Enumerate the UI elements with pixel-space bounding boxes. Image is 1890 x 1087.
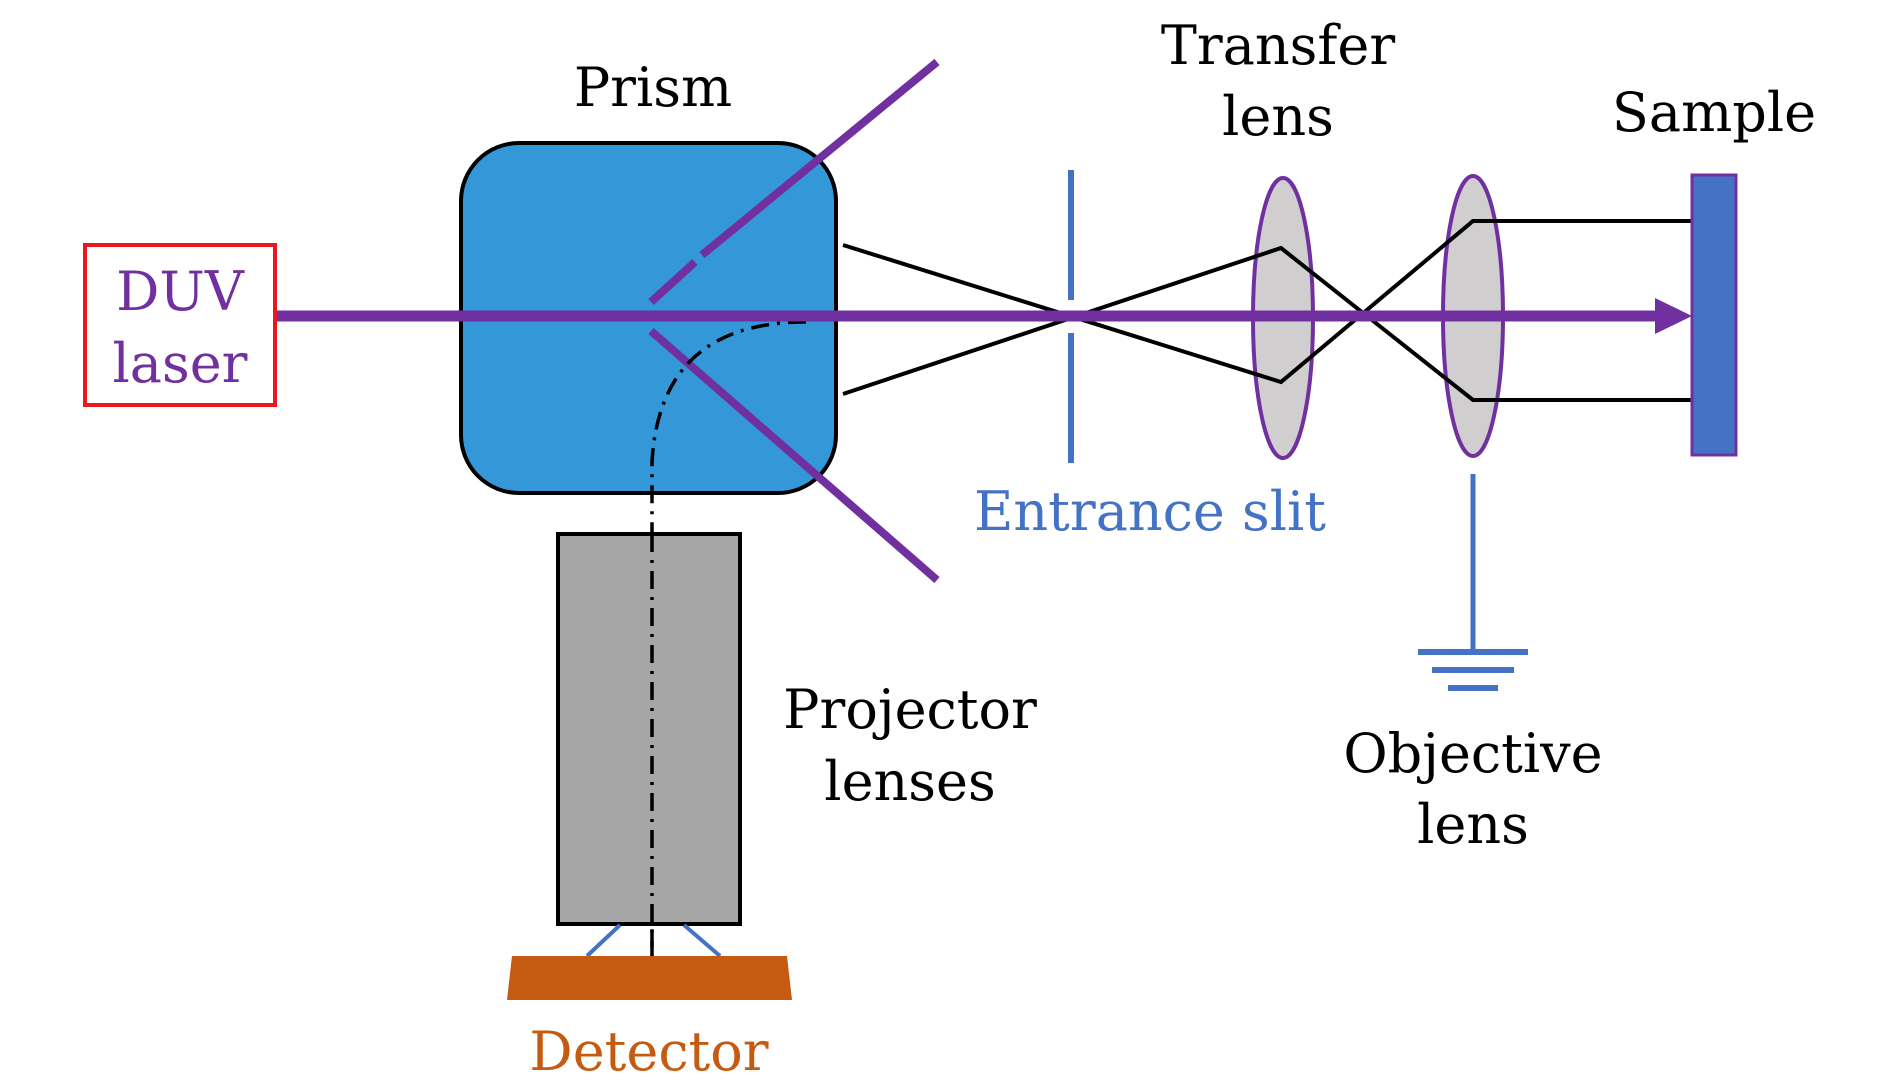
duv-laser-label-line1: DUV	[116, 260, 245, 323]
objective-lens-label-line1: Objective	[1343, 722, 1602, 785]
mirror-lower-segment	[648, 259, 698, 305]
transfer-lens-label-line2: lens	[1222, 85, 1334, 148]
sample-label: Sample	[1612, 81, 1816, 144]
projector-lenses-label-line2: lenses	[824, 750, 995, 813]
optical-axis-dashdot	[650, 320, 807, 960]
duv-laser-label-line2: laser	[113, 332, 248, 395]
ground-symbol-icon	[1418, 474, 1528, 691]
mirror-lower-branch	[648, 327, 940, 584]
detector-beam-spread	[585, 923, 722, 958]
sample-plate	[1690, 173, 1738, 457]
detector-label: Detector	[529, 1020, 768, 1083]
projector-lens-column	[556, 532, 742, 926]
arrowhead-icon	[1655, 298, 1692, 334]
entrance-slit-label: Entrance slit	[974, 480, 1326, 543]
transfer-lens-label-line1: Transfer	[1161, 14, 1395, 77]
prism-mirror-lines	[648, 58, 940, 584]
detector-plate	[507, 956, 792, 1000]
projector-lenses-label-line1: Projector	[783, 678, 1037, 741]
prism-label: Prism	[574, 56, 732, 119]
mirror-upper-segment	[699, 58, 940, 259]
duv-laser-box	[83, 243, 277, 407]
objective-lens-label-line2: lens	[1417, 793, 1529, 856]
